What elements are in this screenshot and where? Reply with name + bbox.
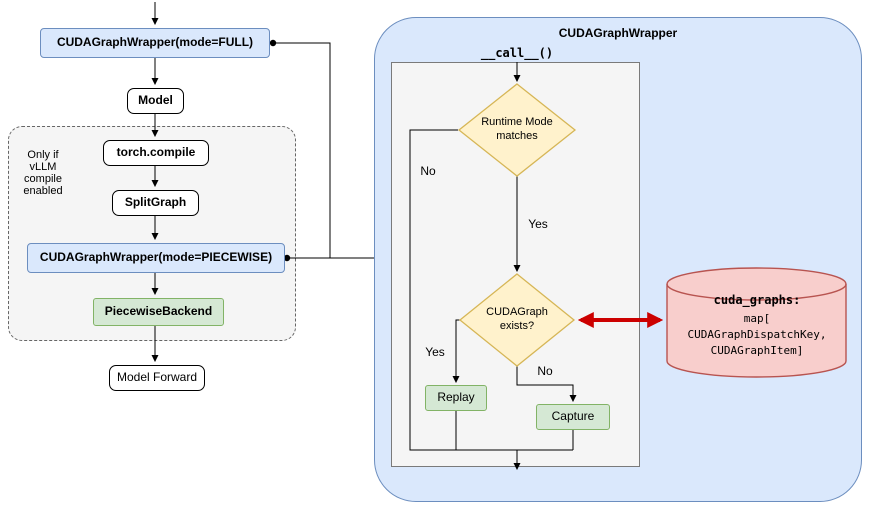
datastore-line-3: CUDAGraphDispatchKey,: [687, 328, 827, 341]
graph-exists-diamond-label: CUDAGraph exists?: [486, 306, 548, 332]
branch-label-no-1: No: [420, 164, 436, 178]
piecewise-backend-node: PiecewiseBackend: [93, 298, 224, 326]
model-node: Model: [127, 88, 184, 114]
compile-condition-note: Only if vLLM compile enabled: [23, 149, 63, 197]
runtime-mode-diamond-label: Runtime Mode matches: [481, 116, 553, 142]
connector-dot-full: [269, 39, 277, 47]
split-graph-node: SplitGraph: [112, 190, 199, 216]
model-forward-node: Model Forward: [109, 365, 205, 391]
call-method-label: __call__(): [480, 46, 554, 60]
datastore-line-4: CUDAGraphItem]: [710, 344, 804, 357]
branch-label-yes-1: Yes: [528, 217, 548, 231]
wrapper-piecewise-node: CUDAGraphWrapper(mode=PIECEWISE): [27, 243, 285, 273]
branch-label-no-2: No: [537, 364, 553, 378]
torch-compile-node: torch.compile: [103, 140, 209, 166]
datastore-title: cuda_graphs:: [713, 293, 801, 307]
panel-title: CUDAGraphWrapper: [558, 26, 678, 40]
replay-node: Replay: [425, 385, 487, 411]
datastore-line-2: map[: [743, 312, 771, 325]
capture-node: Capture: [536, 404, 610, 430]
branch-label-yes-2: Yes: [425, 345, 445, 359]
wrapper-full-node: CUDAGraphWrapper(mode=FULL): [40, 28, 270, 58]
